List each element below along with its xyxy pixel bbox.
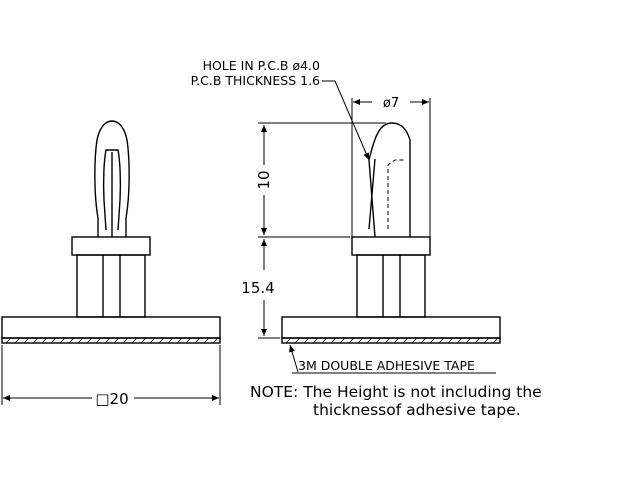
hatch-line bbox=[185, 337, 192, 344]
hatch-line bbox=[456, 337, 463, 344]
hole-label: HOLE IN P.C.B ø4.0 bbox=[203, 58, 320, 73]
hatch-line bbox=[212, 337, 219, 344]
hatch-line bbox=[492, 337, 499, 344]
hatch-line bbox=[14, 337, 21, 344]
front-collar bbox=[71, 236, 151, 256]
hatch-line bbox=[330, 337, 337, 344]
base-width-label: □20 bbox=[95, 390, 128, 408]
side-post bbox=[356, 254, 426, 318]
pcb-thickness-label: P.C.B THICKNESS 1.6 bbox=[191, 73, 320, 88]
side-clip-hidden bbox=[387, 159, 404, 229]
side-collar bbox=[351, 236, 431, 256]
hatch-line bbox=[122, 337, 129, 344]
front-clip-outer bbox=[94, 120, 130, 237]
note-line-1: NOTE: The Height is not including the bbox=[250, 383, 542, 401]
hatch-line bbox=[68, 337, 75, 344]
hatch-line bbox=[438, 337, 445, 344]
hatch-line bbox=[104, 337, 111, 344]
hatch-line bbox=[194, 337, 201, 344]
hatch-line bbox=[366, 337, 373, 344]
hatch-line bbox=[23, 337, 30, 344]
hatch-line bbox=[176, 337, 183, 344]
tape-label: 3M DOUBLE ADHESIVE TAPE bbox=[298, 358, 475, 373]
hatch-line bbox=[41, 337, 48, 344]
front-post bbox=[76, 254, 146, 318]
hatch-line bbox=[167, 337, 174, 344]
hatch-line bbox=[339, 337, 346, 344]
hatch-line bbox=[203, 337, 210, 344]
side-tape-hatch bbox=[285, 337, 499, 344]
front-tape-hatch bbox=[5, 337, 219, 344]
hatch-line bbox=[158, 337, 165, 344]
hatch-line bbox=[384, 337, 391, 344]
side-clip bbox=[368, 122, 411, 238]
front-view: □20 bbox=[1, 120, 221, 408]
hatch-line bbox=[5, 337, 12, 344]
side-tape bbox=[281, 337, 501, 344]
hatch-line bbox=[429, 337, 436, 344]
side-clip-edge bbox=[368, 158, 376, 230]
hatch-line bbox=[321, 337, 328, 344]
note-line-2: thicknessof adhesive tape. bbox=[313, 401, 521, 419]
hatch-line bbox=[32, 337, 39, 344]
dia-label: ø7 bbox=[383, 96, 399, 111]
hatch-line bbox=[59, 337, 66, 344]
hatch-line bbox=[50, 337, 57, 344]
hatch-line bbox=[465, 337, 472, 344]
height-bottom-label: 15.4 bbox=[241, 279, 274, 297]
pcb-leader bbox=[334, 80, 370, 161]
front-clip-inner bbox=[102, 149, 122, 231]
hatch-line bbox=[483, 337, 490, 344]
side-base bbox=[281, 316, 501, 339]
hatch-line bbox=[131, 337, 138, 344]
hatch-line bbox=[357, 337, 364, 344]
hatch-line bbox=[294, 337, 301, 344]
hatch-line bbox=[86, 337, 93, 344]
hatch-line bbox=[113, 337, 120, 344]
hatch-line bbox=[303, 337, 310, 344]
hatch-line bbox=[312, 337, 319, 344]
hatch-line bbox=[474, 337, 481, 344]
hatch-line bbox=[285, 337, 292, 344]
hatch-line bbox=[447, 337, 454, 344]
hatch-line bbox=[149, 337, 156, 344]
hatch-line bbox=[420, 337, 427, 344]
height-top-label: 10 bbox=[255, 170, 273, 189]
hatch-line bbox=[402, 337, 409, 344]
hatch-line bbox=[77, 337, 84, 344]
hatch-line bbox=[393, 337, 400, 344]
side-view: 10 15.4 ø7 HOLE IN P.C.B ø4.0 P.C.B THIC… bbox=[191, 58, 501, 374]
hatch-line bbox=[95, 337, 102, 344]
hatch-line bbox=[375, 337, 382, 344]
tape-leader bbox=[289, 344, 299, 373]
front-base bbox=[1, 316, 221, 339]
hatch-line bbox=[140, 337, 147, 344]
hatch-line bbox=[411, 337, 418, 344]
hatch-line bbox=[348, 337, 355, 344]
front-tape bbox=[1, 337, 221, 344]
